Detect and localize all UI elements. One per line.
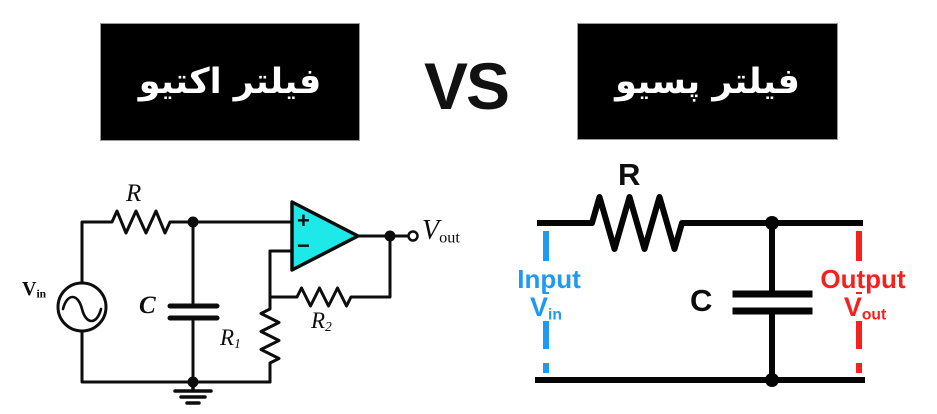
- junction-dot: [765, 216, 779, 230]
- resistor-r-and-top-wire: [80, 209, 294, 285]
- output-terminal: [407, 230, 419, 242]
- vs-label: VS: [424, 49, 510, 123]
- passive-filter-banner: فیلتر پسیو: [577, 23, 838, 140]
- passive-filter-circuit: [535, 194, 865, 387]
- resistor-r-label: R: [618, 157, 641, 192]
- active-filter-banner: فیلتر اکتیو: [100, 23, 360, 141]
- resistor-r-label: R: [126, 180, 142, 207]
- resistor-r1: [259, 295, 281, 384]
- output-port-label: Output: [817, 266, 909, 292]
- inverting-input-wire: [268, 249, 294, 299]
- junction-dot: [765, 373, 779, 387]
- capacitor-c-label: C: [690, 283, 713, 318]
- opamp-minus-input-label: −: [297, 233, 310, 258]
- output-vout-label: Vout: [840, 294, 890, 323]
- capacitor-c-label: C: [139, 292, 156, 319]
- resistor-r2-feedback: [268, 234, 392, 308]
- bottom-wire: [80, 329, 272, 384]
- input-vin-label: Vin: [527, 294, 565, 323]
- resistor-r1-label: R1: [220, 325, 241, 351]
- resistor-r2-label: R2: [311, 308, 332, 334]
- opamp-triangle: [290, 200, 360, 272]
- opamp-plus-input-label: +: [297, 208, 310, 233]
- vout-terminal-label: Vout: [422, 215, 460, 247]
- input-port-label: Input: [514, 266, 584, 292]
- junction-dot: [384, 230, 396, 242]
- resistor-r-and-top-wire: [537, 194, 863, 252]
- vin-source-label: Vin: [22, 278, 47, 301]
- sine-wave-icon: [61, 295, 103, 323]
- junction-dot: [187, 216, 199, 228]
- active-filter-circuit: [56, 200, 419, 405]
- ground-icon: [173, 380, 213, 405]
